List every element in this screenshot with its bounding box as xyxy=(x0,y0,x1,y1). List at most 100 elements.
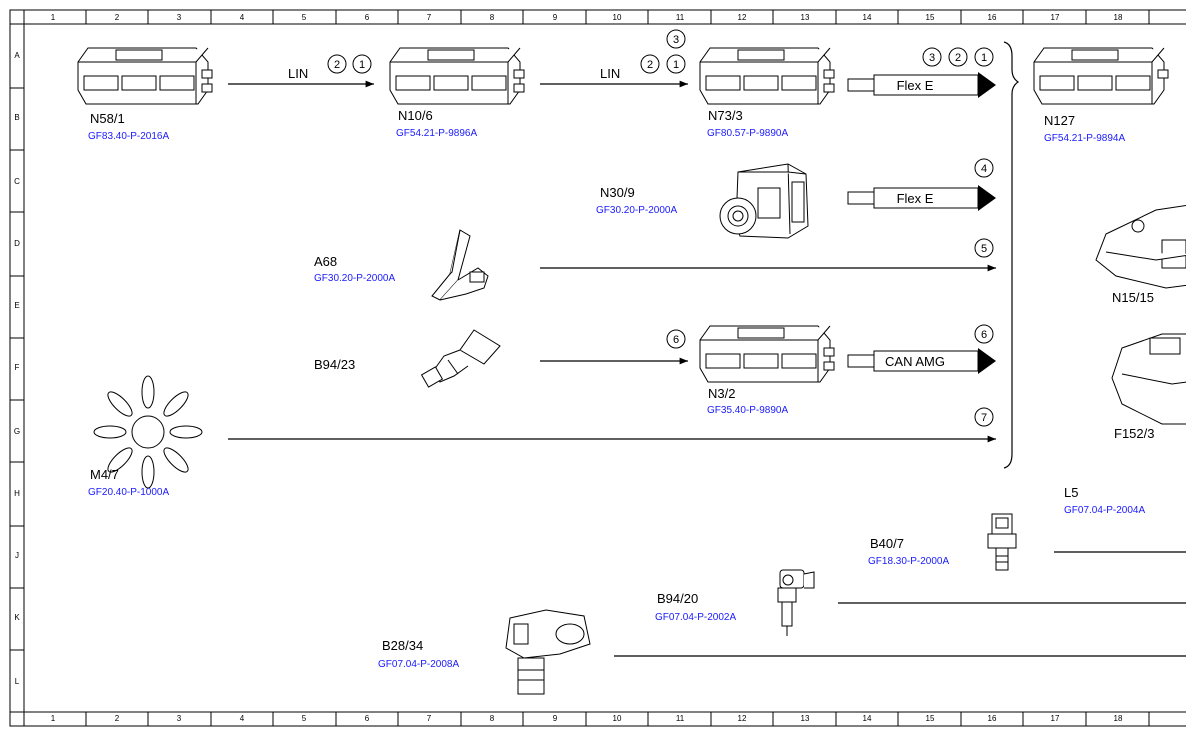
grid-col: 1 xyxy=(51,13,56,22)
component-label-n58-1: N58/1 xyxy=(90,111,125,126)
grid-col: 14 xyxy=(863,13,872,22)
component-label-f152-3: F152/3 xyxy=(1114,426,1154,441)
component-label-n127: N127 xyxy=(1044,113,1075,128)
grid-col: 15 xyxy=(926,13,935,22)
grid-row: F xyxy=(15,363,20,372)
grid-row: G xyxy=(14,427,20,436)
component-ref-n73-3[interactable]: GF80.57-P-9890A xyxy=(707,128,788,139)
grid-col: 15 xyxy=(926,714,935,723)
grid-col: 3 xyxy=(177,714,182,723)
grid-col: 13 xyxy=(801,714,810,723)
component-ref-n10-6[interactable]: GF54.21-P-9896A xyxy=(396,128,477,139)
grid-col: 16 xyxy=(988,714,997,723)
component-label-b94-20: B94/20 xyxy=(657,591,698,606)
ecu-n3-2-icon xyxy=(699,325,835,383)
ecu-n10-6-icon xyxy=(389,47,525,105)
component-ref-b28-34[interactable]: GF07.04-P-2008A xyxy=(378,659,459,670)
component-label-n3-2: N3/2 xyxy=(708,386,735,401)
group-brace xyxy=(1003,41,1020,469)
component-ref-b94-20[interactable]: GF07.04-P-2002A xyxy=(655,612,736,623)
component-label-l5: L5 xyxy=(1064,485,1078,500)
component-label-b40-7: B40/7 xyxy=(870,536,904,551)
grid-col: 5 xyxy=(302,13,307,22)
grid-col: 12 xyxy=(738,714,747,723)
sensor-b28-34-icon xyxy=(505,609,591,695)
component-label-b94-23: B94/23 xyxy=(314,357,355,372)
ecu-n127-icon xyxy=(1033,47,1169,105)
grid-col: 11 xyxy=(676,714,685,723)
marker-number: 6 xyxy=(981,329,987,341)
grid-row: K xyxy=(14,613,20,622)
grid-col: 9 xyxy=(553,714,558,723)
grid-row: D xyxy=(14,239,20,248)
sensor-b94-23-icon xyxy=(420,329,501,388)
marker-number: 7 xyxy=(981,412,987,424)
grid-col: 7 xyxy=(427,13,432,22)
bus-label-flex-e: Flex E xyxy=(897,78,934,93)
grid-col: 4 xyxy=(240,13,245,22)
bus-label-lin: LIN xyxy=(288,66,308,81)
grid-col: 7 xyxy=(427,714,432,723)
component-label-n10-6: N10/6 xyxy=(398,108,433,123)
marker-number: 6 xyxy=(673,334,679,346)
grid-col: 6 xyxy=(365,13,370,22)
component-ref-a68[interactable]: GF30.20-P-2000A xyxy=(314,273,395,284)
marker-number: 5 xyxy=(981,243,987,255)
transmission-module-n15-15-icon xyxy=(1095,204,1186,289)
grid-row: J xyxy=(15,551,19,560)
component-ref-b40-7[interactable]: GF18.30-P-2000A xyxy=(868,556,949,567)
component-label-n15-15: N15/15 xyxy=(1112,290,1154,305)
grid-col: 16 xyxy=(988,13,997,22)
flex-e-arrow-1: Flex E xyxy=(847,72,996,98)
component-label-n73-3: N73/3 xyxy=(708,108,743,123)
component-ref-n30-9[interactable]: GF30.20-P-2000A xyxy=(596,205,677,216)
column-numbers-bottom: 1 2 3 4 5 6 7 8 9 10 11 12 13 14 15 16 1… xyxy=(51,714,1123,723)
bus-label-can-amg: CAN AMG xyxy=(885,354,945,369)
sensor-b40-7-icon xyxy=(987,513,1017,571)
marker-number: 4 xyxy=(981,163,987,175)
wires xyxy=(228,80,1186,657)
component-ref-l5[interactable]: GF07.04-P-2004A xyxy=(1064,505,1145,516)
component-ref-n58-1[interactable]: GF83.40-P-2016A xyxy=(88,131,169,142)
component-ref-n127[interactable]: GF54.21-P-9894A xyxy=(1044,133,1125,144)
can-amg-arrow: CAN AMG xyxy=(847,348,996,374)
esp-unit-n30-9-icon xyxy=(719,163,809,239)
marker-number: 2 xyxy=(647,59,653,71)
grid-col: 9 xyxy=(553,13,558,22)
grid-col: 18 xyxy=(1114,13,1123,22)
grid-col: 18 xyxy=(1114,714,1123,723)
row-letters: A B C D E F G H J K L xyxy=(14,51,20,686)
grid-col: 4 xyxy=(240,714,245,723)
marker-number: 2 xyxy=(955,52,961,64)
marker-number: 3 xyxy=(929,52,935,64)
grid-col: 3 xyxy=(177,13,182,22)
component-ref-n3-2[interactable]: GF35.40-P-9890A xyxy=(707,405,788,416)
marker-number: 2 xyxy=(334,59,340,71)
pedal-module-a68-icon xyxy=(431,229,489,301)
component-label-m4-7: M4/7 xyxy=(90,467,119,482)
sheet-frame xyxy=(9,9,1186,727)
marker-number: 1 xyxy=(673,59,679,71)
grid-col: 5 xyxy=(302,714,307,723)
grid-col: 17 xyxy=(1051,714,1060,723)
grid-row: B xyxy=(14,113,19,122)
component-label-b28-34: B28/34 xyxy=(382,638,423,653)
grid-row: E xyxy=(14,301,19,310)
fuse-module-f152-3-icon xyxy=(1111,333,1186,425)
grid-row: C xyxy=(14,177,20,186)
ecu-n73-3-icon xyxy=(699,47,835,105)
grid-col: 2 xyxy=(115,13,120,22)
grid-row: A xyxy=(14,51,20,60)
grid-col: 12 xyxy=(738,13,747,22)
grid-row: H xyxy=(14,489,20,498)
bus-label-flex-e: Flex E xyxy=(897,191,934,206)
grid-col: 8 xyxy=(490,714,495,723)
grid-col: 13 xyxy=(801,13,810,22)
component-ref-m4-7[interactable]: GF20.40-P-1000A xyxy=(88,487,169,498)
sensor-b94-20-icon xyxy=(777,569,815,636)
component-label-n30-9: N30/9 xyxy=(600,185,635,200)
column-numbers-top: 1 2 3 4 5 6 7 8 9 10 11 12 13 14 15 16 1… xyxy=(51,13,1123,22)
fan-m4-7-icon xyxy=(93,375,203,489)
grid-col: 10 xyxy=(613,714,622,723)
